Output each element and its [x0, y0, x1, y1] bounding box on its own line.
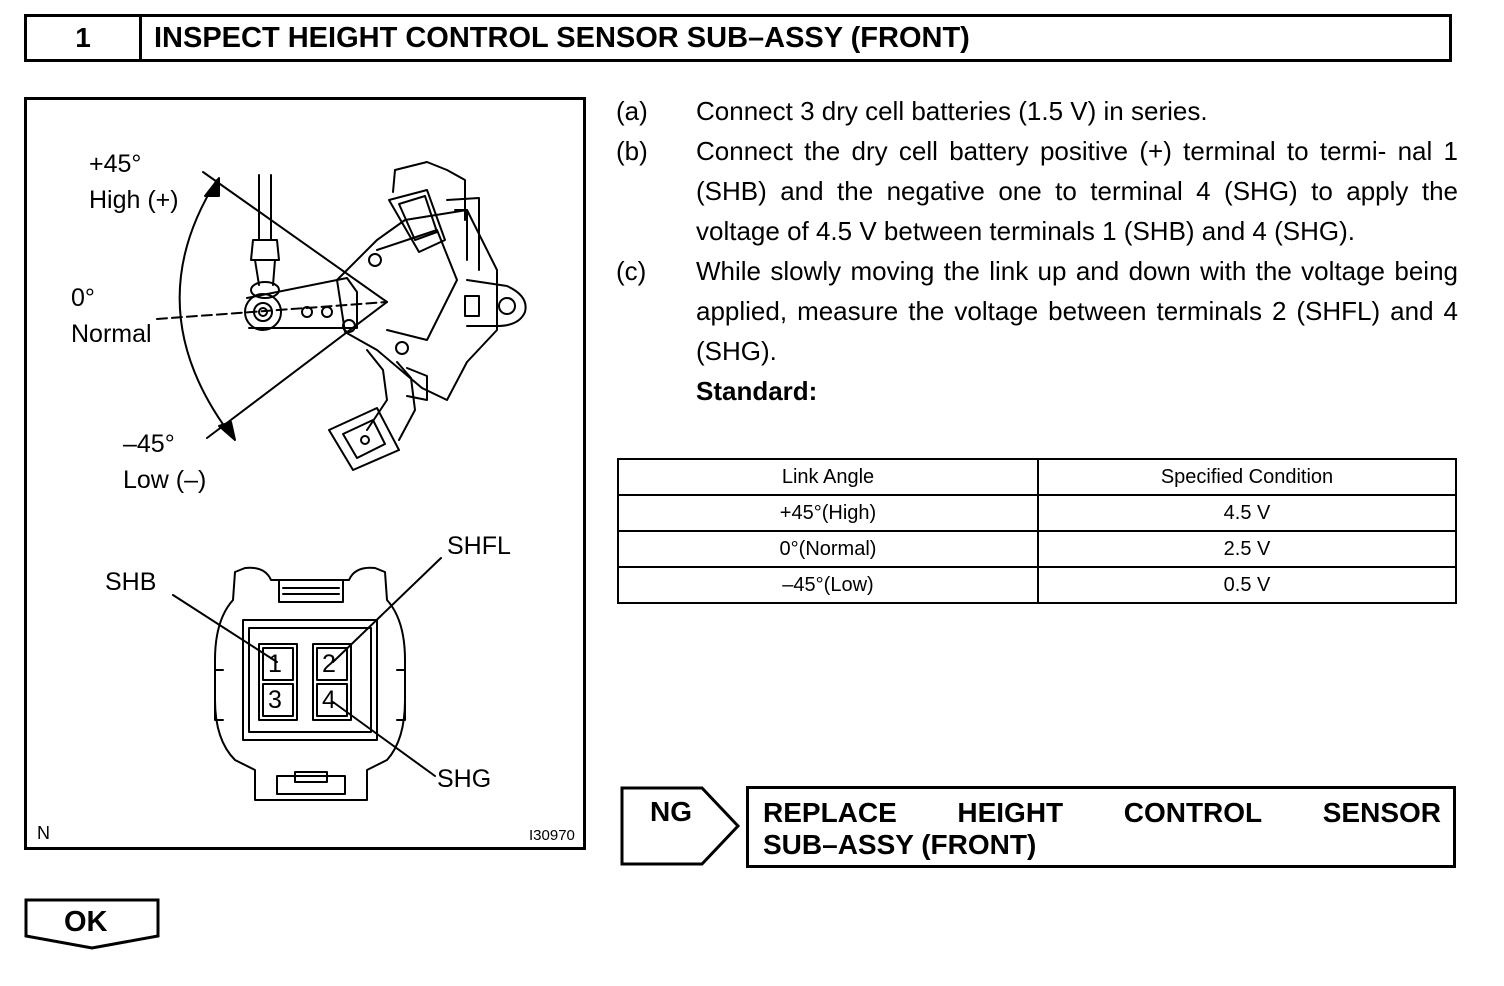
table-row: 0°(Normal) 2.5 V: [617, 530, 1457, 568]
angle-normal: 0°: [71, 284, 95, 312]
arc-arrow-top: [204, 177, 220, 197]
table-cell: –45°(Low): [617, 566, 1039, 604]
ng-action-box: REPLACE HEIGHT CONTROL SENSOR SUB–ASSY (…: [746, 786, 1456, 868]
shb-leader: [172, 594, 278, 663]
spec-table: Link Angle Specified Condition +45°(High…: [617, 458, 1457, 604]
pin-2-label: 2: [322, 650, 336, 678]
step-text: Connect 3 dry cell batteries (1.5 V) in …: [696, 96, 1208, 126]
shfl-leader: [332, 557, 442, 663]
table-header: Specified Condition: [1037, 458, 1457, 496]
ng-action-word: SENSOR: [1322, 797, 1441, 828]
step-letter: (a): [616, 96, 648, 126]
label-high: High (+): [89, 186, 179, 214]
step-text: Connect the dry cell battery positive (+…: [696, 136, 1458, 246]
table-cell: 2.5 V: [1037, 530, 1457, 568]
pin-1-box: [262, 647, 294, 681]
table-cell: 4.5 V: [1037, 494, 1457, 532]
label-normal: Normal: [71, 320, 152, 348]
pin-2-box: [316, 647, 348, 681]
pin-4-box: [316, 683, 348, 717]
upper-connector: [388, 189, 446, 253]
table-cell: 0.5 V: [1037, 566, 1457, 604]
label-low: Low (–): [123, 466, 207, 494]
arc-arrow-bottom: [218, 421, 236, 441]
figure-corner-code: N: [37, 823, 50, 843]
angle-high: +45°: [89, 150, 142, 178]
step-title: INSPECT HEIGHT CONTROL SENSOR SUB–ASSY (…: [154, 21, 970, 54]
terminal-shb-label: SHB: [105, 568, 157, 596]
step-number: 1: [27, 17, 142, 59]
ok-arrow-box: [24, 898, 160, 950]
swing-arc: [178, 179, 234, 439]
table-row: +45°(High) 4.5 V: [617, 494, 1457, 532]
step-letter: (b): [616, 136, 648, 166]
ng-arrow-box: [620, 786, 741, 866]
link-rod: [258, 174, 272, 241]
sensor-figure: +45° High (+) 0° Normal –45° Low (–) SHB…: [24, 97, 586, 850]
terminal-shfl-label: SHFL: [447, 532, 511, 560]
high-angle-line: [202, 171, 388, 303]
sensor-cable: [366, 349, 388, 431]
shg-leader: [332, 701, 436, 777]
ng-action-line1: REPLACE HEIGHT CONTROL SENSOR: [763, 797, 1441, 829]
angle-low: –45°: [123, 430, 175, 458]
pin-4-label: 4: [322, 686, 336, 714]
mount-bracket: [466, 279, 527, 327]
table-cell: +45°(High): [617, 494, 1039, 532]
ng-action-word: CONTROL: [1123, 797, 1263, 828]
standard-label: Standard:: [696, 376, 818, 406]
low-angle-line: [206, 301, 388, 439]
lower-connector: [328, 407, 400, 471]
ng-action-word: REPLACE: [763, 797, 897, 828]
step-c: (c) While slowly moving the link up and …: [616, 251, 1458, 371]
figure-id: I30970: [529, 827, 575, 844]
ng-action-word: HEIGHT: [957, 797, 1064, 828]
step-a: (a) Connect 3 dry cell batteries (1.5 V)…: [616, 91, 1458, 131]
terminal-shg-label: SHG: [437, 765, 492, 793]
sensor-body: [336, 209, 498, 401]
ng-action-line2: SUB–ASSY (FRONT): [763, 829, 1037, 860]
procedure-steps: (a) Connect 3 dry cell batteries (1.5 V)…: [616, 91, 1458, 411]
pin-3-label: 3: [268, 686, 282, 714]
step-header: 1 INSPECT HEIGHT CONTROL SENSOR SUB–ASSY…: [24, 14, 1452, 62]
table-cell: 0°(Normal): [617, 530, 1039, 568]
table-row: –45°(Low) 0.5 V: [617, 566, 1457, 604]
step-b: (b) Connect the dry cell battery positiv…: [616, 131, 1458, 251]
step-letter: (c): [616, 256, 647, 286]
ng-label: NG: [650, 796, 692, 827]
table-header: Link Angle: [617, 458, 1039, 496]
step-text: While slowly moving the link up and down…: [696, 256, 1458, 366]
pin-1-label: 1: [268, 650, 282, 678]
ok-label: OK: [64, 906, 108, 938]
sensor-illustration: [156, 161, 527, 801]
table-header-row: Link Angle Specified Condition: [617, 458, 1457, 496]
pin-3-box: [262, 683, 294, 717]
